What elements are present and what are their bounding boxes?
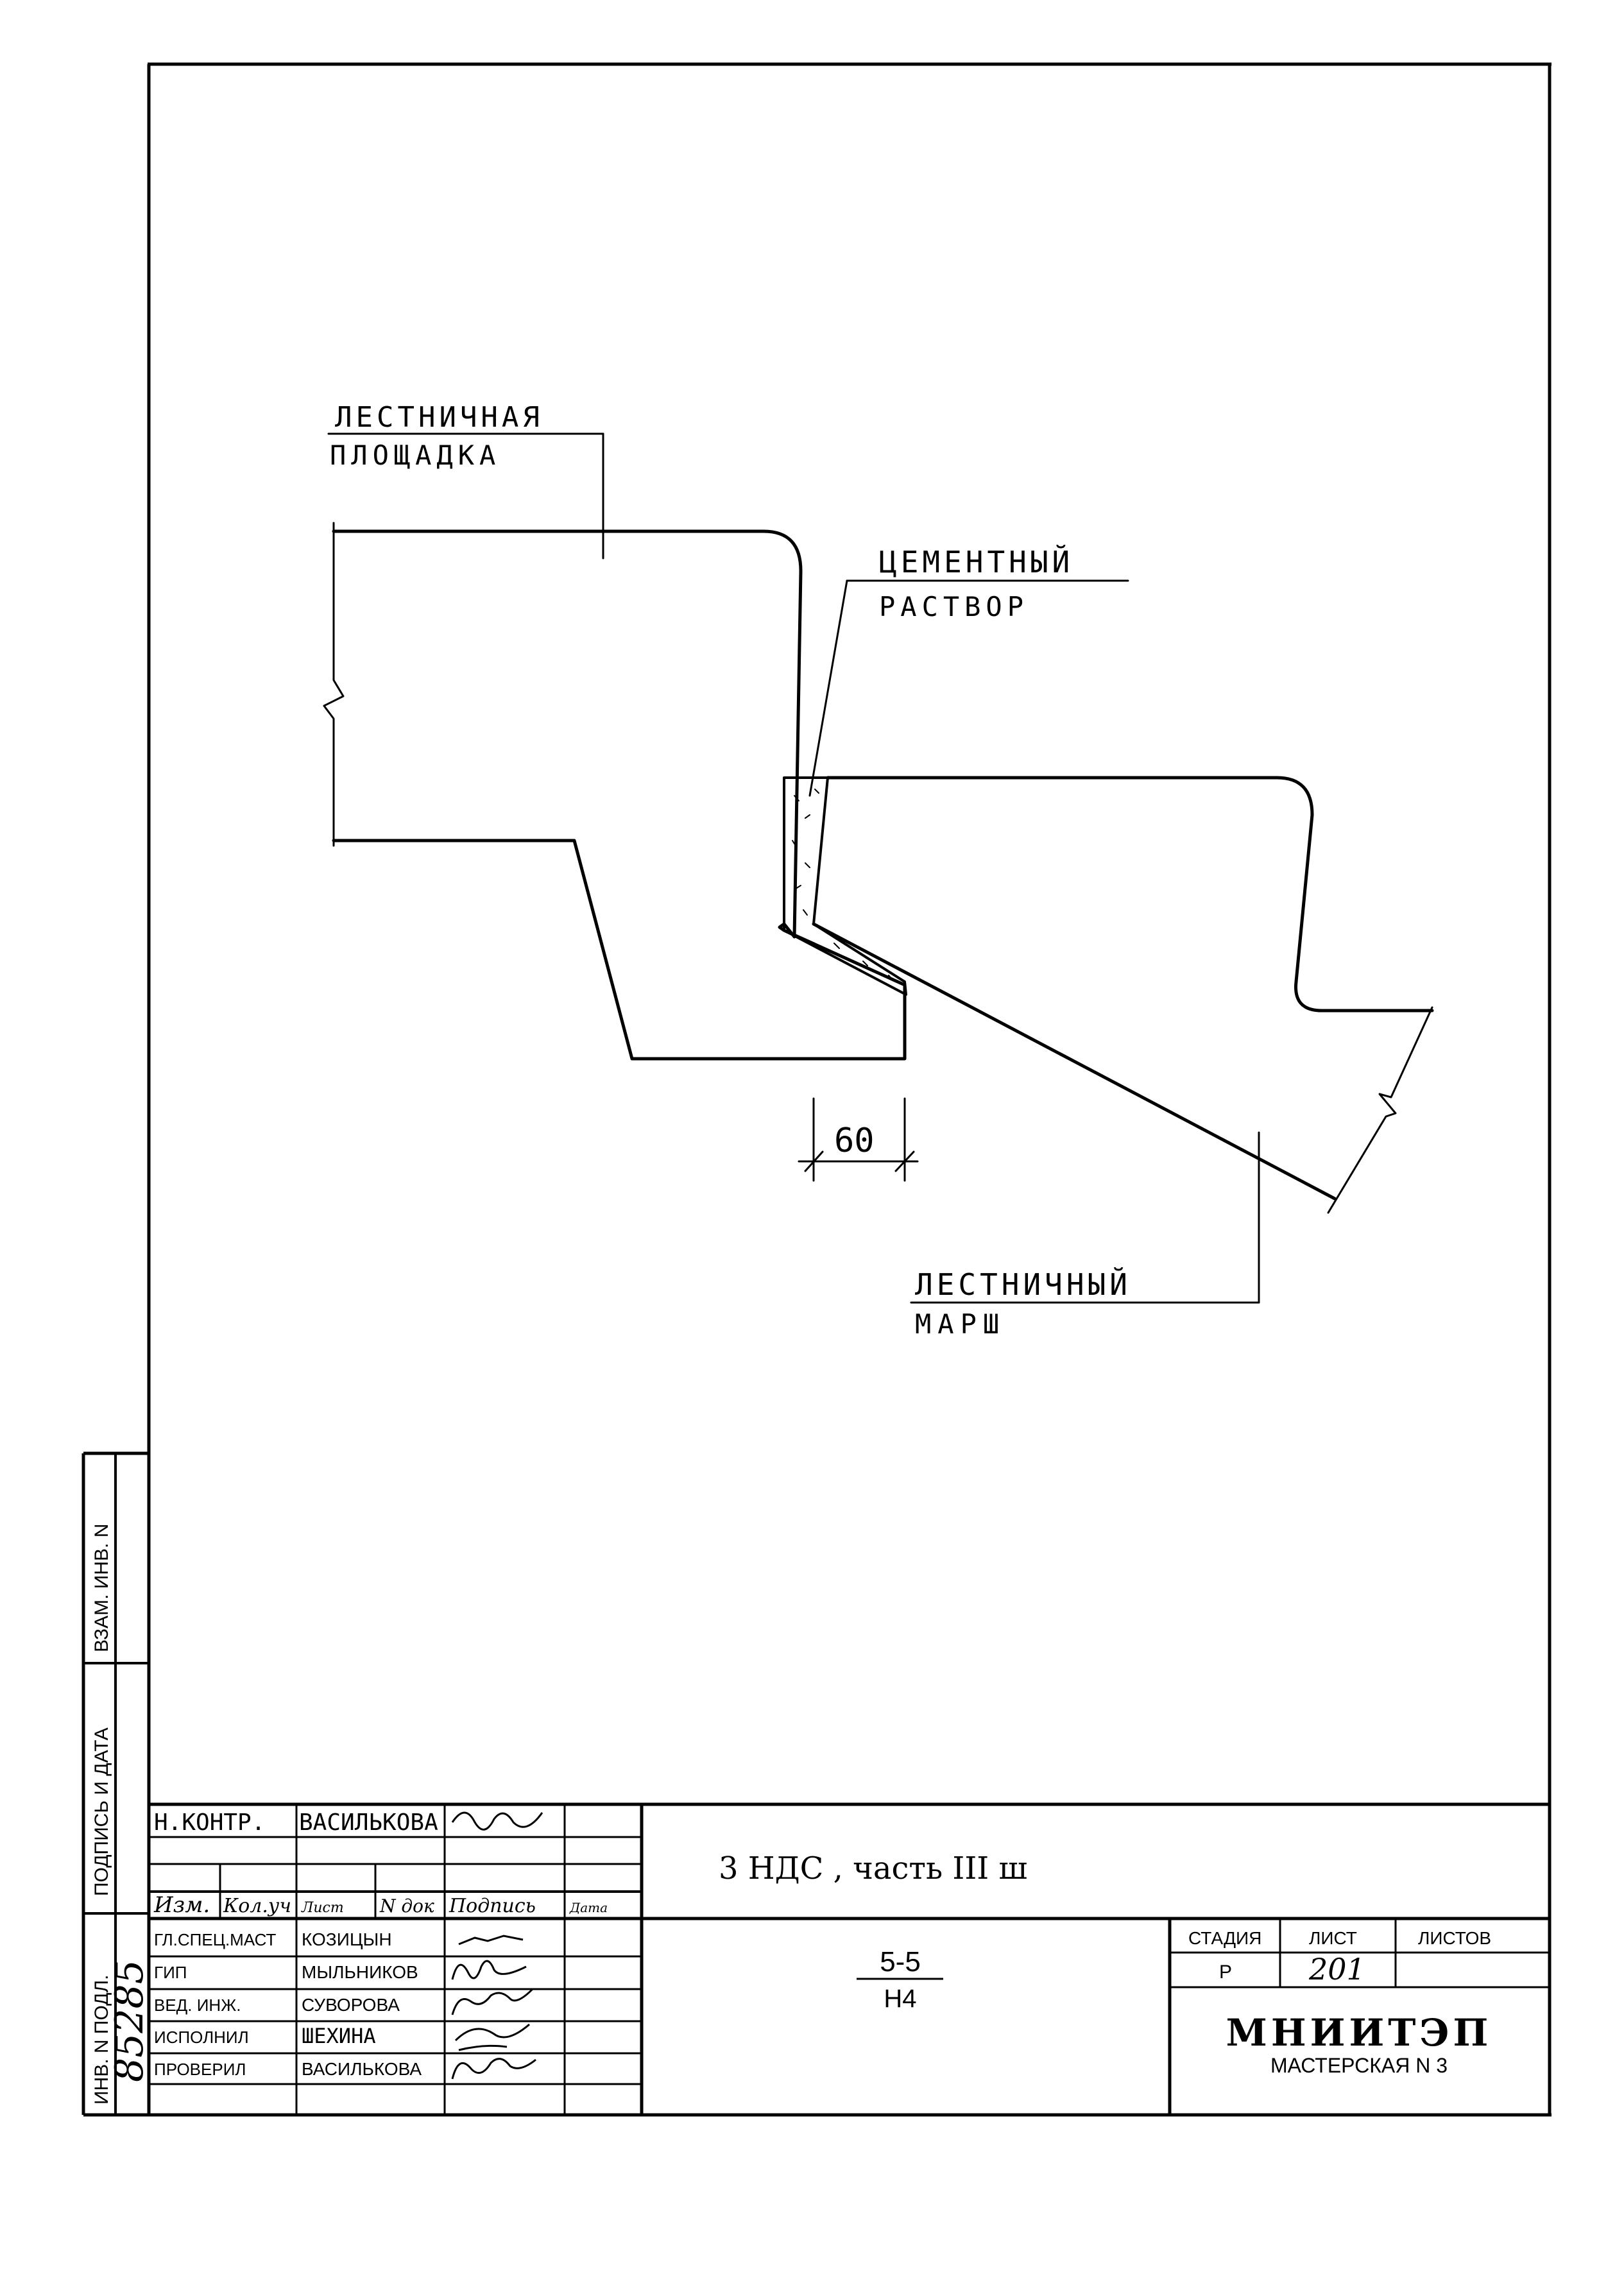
title-block-grid: [149, 1802, 1550, 2115]
sheets-header: ЛИСТОВ: [1418, 1928, 1491, 1948]
landing-break-line: [323, 522, 345, 847]
people-rows: ГЛ.СПЕЦ.МАСТ КОЗИЦЫН ГИП МЫЛЬНИКОВ ВЕД. …: [154, 1929, 422, 2079]
landing-label-line2: ПЛОЩАДКА: [330, 440, 500, 471]
mortar-label-line1: ЦЕМЕНТНЫЙ: [879, 545, 1073, 579]
person-name: ШЕХИНА: [302, 2024, 376, 2048]
signatures: [451, 1935, 536, 2080]
header-date: Дата: [569, 1900, 608, 1915]
side-stamp-sign-date: ПОДПИСЬ И ДАТА: [91, 1727, 112, 1896]
sheet-frame: [81, 62, 1551, 2117]
header-kol: Кол.уч: [223, 1895, 291, 1917]
mortar-hatch: [792, 789, 894, 981]
mortar-label-line2: РАСТВОР: [879, 591, 1029, 622]
person-name: СУВОРОВА: [302, 1995, 400, 2015]
n-control-signature: [451, 1811, 543, 1831]
dimension-60: [798, 1097, 919, 1182]
person-role: ПРОВЕРИЛ: [154, 2060, 246, 2079]
dimension-value: 60: [834, 1122, 875, 1160]
flight-break-line: [1327, 1006, 1433, 1214]
workshop-name: МАСТЕРСКАЯ N 3: [1270, 2054, 1448, 2077]
section-sheet-code: Н4: [884, 1985, 916, 2013]
flight-soffit: [812, 922, 1337, 1201]
flight-outline: [826, 776, 1434, 1013]
flight-label-line2: МАРШ: [915, 1308, 1005, 1340]
n-control-name: ВАСИЛЬКОВА: [299, 1809, 438, 1836]
person-role: ВЕД. ИНЖ.: [154, 1996, 241, 2015]
sheet-value: 201: [1308, 1952, 1365, 1987]
landing-label-line1: ЛЕСТНИЧНАЯ: [335, 401, 543, 434]
side-stamp-inv-number: 85285: [107, 1960, 152, 2082]
header-ndoc: N док: [379, 1895, 434, 1917]
section-number: 5-5: [880, 1946, 921, 1978]
side-stamp-inv-replace: ВЗАМ. ИНВ. N: [91, 1524, 112, 1652]
header-list: Лист: [301, 1900, 344, 1916]
person-role: ГЛ.СПЕЦ.МАСТ: [154, 1930, 277, 1949]
person-name: МЫЛЬНИКОВ: [302, 1962, 418, 1982]
stage-header: СТАДИЯ: [1188, 1928, 1261, 1948]
side-stamp-inv-original: ИНВ. N ПОДЛ.: [91, 1975, 112, 2105]
person-role: ИСПОЛНИЛ: [154, 2028, 249, 2047]
section-drawing: [323, 432, 1434, 1304]
flight-label-line1: ЛЕСТНИЧНЫЙ: [915, 1267, 1131, 1302]
landing-outline: [332, 529, 907, 1061]
sheet-header: ЛИСТ: [1309, 1928, 1357, 1948]
stage-value: Р: [1219, 1962, 1232, 1983]
organization-name: МНИИТЭП: [1226, 2011, 1492, 2055]
side-stamp: [83, 1453, 149, 2115]
header-izm: Изм.: [153, 1892, 210, 1918]
header-sign: Подпись: [449, 1895, 536, 1917]
n-control-role: Н.КОНТР.: [154, 1809, 265, 1836]
person-name: КОЗИЦЫН: [302, 1929, 392, 1949]
person-role: ГИП: [154, 1963, 187, 1982]
project-title: 3 НДС , часть III ш: [719, 1851, 1027, 1886]
person-name: ВАСИЛЬКОВА: [302, 2059, 422, 2079]
leaders: [327, 432, 1260, 1304]
